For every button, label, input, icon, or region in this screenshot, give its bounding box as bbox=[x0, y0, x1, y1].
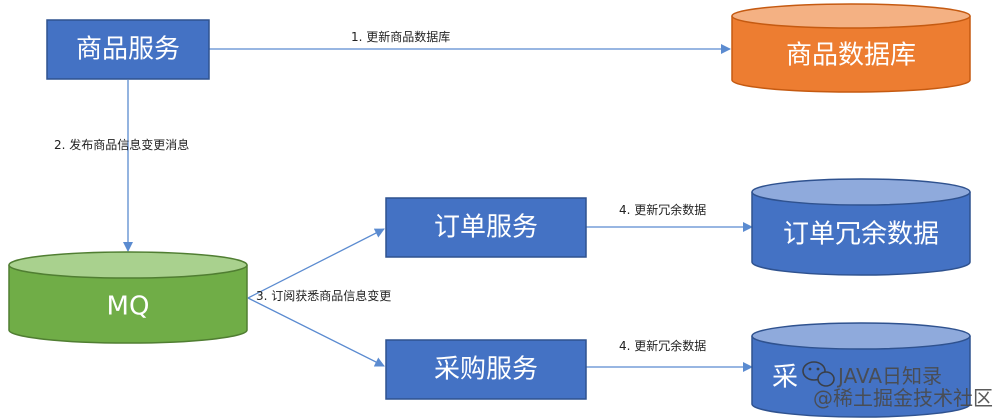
edge-label-update-purchase-redundant: 4. 更新冗余数据 bbox=[619, 338, 706, 353]
product-db-label: 商品数据库 bbox=[786, 41, 916, 71]
edge-label-subscribe-changes: 3. 订阅获悉商品信息变更 bbox=[256, 288, 391, 303]
order-service-box: 订单服务 bbox=[385, 197, 587, 258]
wechat-icon bbox=[802, 361, 835, 387]
product-db-cylinder: 商品数据库 bbox=[731, 3, 971, 93]
mq-label: MQ bbox=[107, 292, 150, 322]
product-service-label: 商品服务 bbox=[76, 35, 180, 65]
edge-label-update-product-db: 1. 更新商品数据库 bbox=[351, 29, 450, 44]
edge-label-publish-message: 2. 发布商品信息变更消息 bbox=[54, 137, 189, 152]
purchase-service-label: 采购服务 bbox=[434, 355, 538, 385]
mq-cylinder: MQ bbox=[8, 251, 248, 344]
purchase-redundant-label: 采 bbox=[772, 363, 798, 393]
arrow-subscribe-purchase bbox=[247, 297, 385, 367]
watermark-account: JAVA日知录 bbox=[836, 364, 942, 388]
arrow-subscribe-order bbox=[247, 228, 385, 299]
purchase-service-box: 采购服务 bbox=[385, 339, 587, 400]
order-service-label: 订单服务 bbox=[434, 213, 538, 243]
order-redundant-label: 订单冗余数据 bbox=[783, 220, 939, 250]
watermark: JAVA日知录 @稀土掘金技术社区 bbox=[802, 361, 993, 410]
product-service-box: 商品服务 bbox=[46, 19, 210, 80]
order-redundant-cylinder: 订单冗余数据 bbox=[751, 178, 971, 276]
purchase-redundant-cylinder: 采 bbox=[751, 322, 971, 418]
watermark-community: @稀土掘金技术社区 bbox=[813, 386, 993, 410]
edge-label-update-order-redundant: 4. 更新冗余数据 bbox=[619, 202, 706, 217]
